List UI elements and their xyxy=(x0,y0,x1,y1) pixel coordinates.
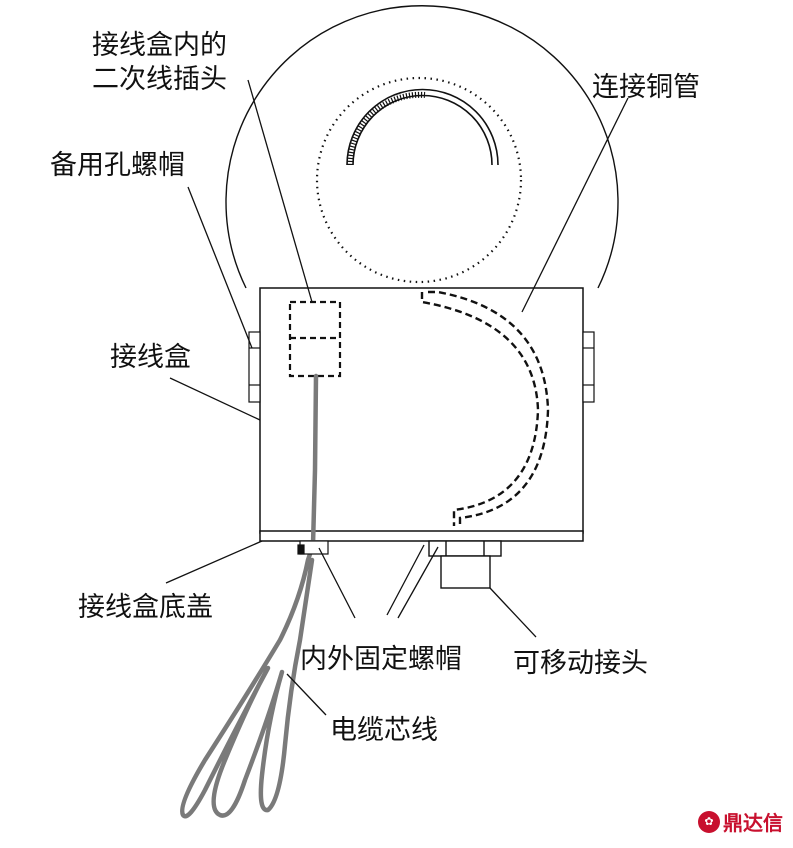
watermark-logo-icon: ✿ xyxy=(698,810,720,833)
label-bottom-cover: 接线盒底盖 xyxy=(78,592,213,623)
label-fixing-nuts: 内外固定螺帽 xyxy=(300,644,462,675)
secondary-wire-plug xyxy=(288,300,342,378)
dotted-inner-circle xyxy=(315,76,523,284)
copper-tube xyxy=(420,290,550,526)
leader-lines xyxy=(165,79,629,716)
label-plug-line1: 接线盒内的 xyxy=(92,30,227,61)
label-junction-box: 接线盒 xyxy=(110,342,191,373)
watermark-text: 鼎达信 xyxy=(723,811,783,835)
movable-joint xyxy=(428,540,502,589)
junction-box-body xyxy=(259,287,584,534)
label-copper-tube: 连接铜管 xyxy=(592,72,700,103)
label-cable-core: 电缆芯线 xyxy=(330,715,438,746)
dome-housing xyxy=(225,5,619,289)
arc-gauge-scale xyxy=(346,91,426,166)
spare-hole-cap-left xyxy=(248,331,261,403)
label-plug-line2: 二次线插头 xyxy=(92,64,227,95)
label-movable-joint: 可移动接头 xyxy=(513,648,648,679)
arc-gauge-outer xyxy=(346,88,499,166)
bottom-cover-plate xyxy=(259,530,584,542)
cable-gland xyxy=(297,540,329,555)
cable xyxy=(180,373,319,819)
spare-hole-cap-right xyxy=(582,331,595,403)
arc-gauge-inner xyxy=(352,94,493,166)
label-spare-hole-cap: 备用孔螺帽 xyxy=(50,150,185,181)
watermark: ✿ 鼎达信 xyxy=(698,807,783,836)
